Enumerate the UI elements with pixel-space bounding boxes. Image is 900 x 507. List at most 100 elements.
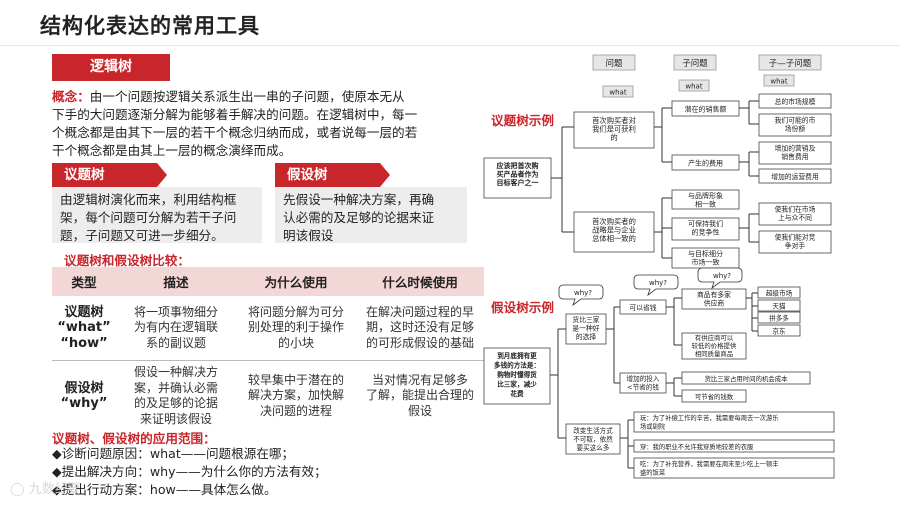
hypo-level1-node: 不可取，依然 (573, 435, 613, 444)
hypo-root-node: 购物时懂得货 (497, 370, 537, 379)
cell-why: 将问题分解为可分 别处理的利于操作 的小块 (236, 296, 356, 361)
hypo-level4-node: 超级市场 (766, 289, 793, 298)
cell-why: 较早集中于潜在的 解决方案，加快解 决问题的进程 (236, 361, 356, 432)
hypo-level3-node: 供应商 (704, 299, 725, 308)
scope-item: ◆诊断问题原因：what——问题根源在哪； (52, 446, 295, 461)
scope-title: 议题树、假设树的应用范围： (52, 431, 216, 446)
issue-tree-description: 由逻辑树演化而来，利用结构框 架，每个问题可分解为若干子问 题，子问题又可进一步… (52, 187, 262, 243)
scope-item: ◆提出解决方向：why——为什么你的方法有效； (52, 464, 327, 479)
concept-line: 个概念都是由其下一层的若干个概念归纳而成，或者说每一层的若 (52, 125, 418, 140)
issue-level3-node: 争对手 (785, 241, 806, 250)
cell-line: 决问题的进程 (259, 403, 332, 418)
table-row: 议题树 “what” “how” 将一项事物细分 为有内在逻辑联 系的副议题 将… (52, 296, 484, 361)
issue-level1-node: 的 (610, 133, 617, 142)
hypo-level1-node: 货比三家 (572, 315, 599, 324)
issue-level1-node: 总体相一致的 (592, 234, 636, 243)
issue-level2-node: 潜在的销售额 (685, 105, 727, 114)
issue-level2-node: 可保持我们 (688, 219, 723, 228)
issue-level3-node: 场份额 (785, 124, 806, 133)
issue-level3-node: 使我们能对竞 (775, 233, 816, 242)
hypo-root-node: 多钱的方法是： (494, 361, 540, 370)
issue-level3-node: 总的市场规模 (775, 97, 816, 106)
concept-paragraph: 概念：由一个问题按逻辑关系派生出一串的子问题，使原本无从 下手的大问题逐渐分解为… (52, 88, 464, 160)
concept-line: 下手的大问题逐渐分解为能够着手解决的问题。在逻辑树中，每一 (52, 107, 418, 122)
why-tag: why? (649, 279, 667, 287)
issue-col-header: 子问题 (682, 59, 708, 69)
issue-root-node: 目标客户之一 (497, 178, 539, 187)
hypo-level4-node: 拼多多 (769, 314, 789, 323)
cell-line: “why” (60, 396, 108, 411)
why-bubble-2 (633, 274, 679, 297)
issue-level2-node: 市场一致 (692, 258, 720, 267)
issue-level3-node: 增加的运营费用 (771, 172, 819, 181)
issue-level1-node: 首次购买者的 (592, 217, 636, 226)
hypo-root-node: 比三家，减少 (497, 380, 537, 389)
logic-tree-tab: 逻辑树 (52, 54, 170, 81)
cell-line: 较早集中于潜在的 (247, 372, 344, 387)
scope-item: ◆提出行动方案：how——具体怎么做。 (52, 482, 277, 497)
cell-desc: 假设一种解决方 案，并确认必需 的及足够的论据 来证明该假设 (116, 361, 236, 432)
issue-level3-node: 销售费用 (781, 152, 808, 161)
why-tag: why? (574, 289, 592, 297)
cell-line: 假设 (407, 403, 432, 418)
hypothesis-tree-description: 先假设一种解决方案，再确 认必需的及足够的论据来证 明该假设 (275, 187, 467, 243)
hypothesis-tree-tab: 假设树 (275, 163, 390, 187)
cell-type: 议题树 “what” “how” (52, 296, 116, 361)
issue-level3-node: 使我们在市场 (775, 205, 816, 214)
issue-level2-node: 相一致 (695, 200, 716, 209)
cell-line: 的及足够的论据 (133, 396, 218, 410)
cell-line: “what” (57, 320, 111, 336)
issue-level1-node: 我们是可获利 (592, 125, 636, 134)
hypo-root-node: 花费 (510, 389, 524, 398)
cell-line: 假设一种解决方 (133, 365, 218, 379)
hypo-level2-node: <节省的钱 (627, 383, 659, 392)
watermark-logo: ◯ 九数纪要 (10, 478, 81, 497)
issue-level1-node: 首次购买者对 (592, 116, 636, 125)
hypo-level3-node: 可节省的钱数 (695, 392, 734, 401)
lifestyle-node: 盛的饭菜 (640, 468, 666, 477)
cell-desc: 将一项事物细分 为有内在逻辑联 系的副议题 (116, 296, 236, 361)
header-why: 为什么使用 (236, 267, 356, 296)
header-when: 什么时候使用 (356, 267, 484, 296)
hypo-level4-node: 天猫 (772, 302, 786, 311)
header-desc: 描述 (116, 267, 236, 296)
hypo-level3-node: 有供应商可以 (695, 333, 734, 342)
hypo-level3-node: 商品有多家 (697, 290, 731, 299)
cell-line: 来证明该假设 (139, 411, 212, 426)
hypo-level2-node: 可以省钱 (629, 303, 656, 312)
cell-line: “how” (60, 335, 108, 351)
hypo-level3-node: 较低的价格提供 (692, 341, 737, 350)
concept-line: 干个概念都是由其上一层的概念演绎而成。 (52, 143, 292, 158)
header-type: 类型 (52, 267, 116, 296)
concept-line: 由一个问题按逻辑关系派生出一串的子问题，使原本无从 (89, 89, 405, 104)
cell-line: 的可形成假设的基础 (365, 335, 474, 350)
issue-root-node: 应该把首次购 (497, 161, 539, 170)
lifestyle-node: 场或剧院 (640, 422, 666, 431)
hypo-level4-node: 京东 (772, 327, 786, 336)
hypo-level3-node: 货比三家占用时间的机会成本 (704, 374, 788, 383)
table-row: 假设树 “why” 假设一种解决方 案，并确认必需 的及足够的论据 来证明该假设… (52, 361, 484, 432)
lifestyle-node: 吃：为了补充营养，我需要在周末至少吃上一顿丰 (640, 459, 779, 468)
issue-level2-node: 的竞争性 (692, 228, 720, 237)
cell-line: 了解，能提出合理的 (365, 388, 474, 403)
table-header-row: 类型 描述 为什么使用 什么时候使用 (52, 267, 484, 296)
cell-when: 当对情况有足够多 了解，能提出合理的 假设 (356, 361, 484, 432)
issue-level3-node: 上与众不同 (778, 213, 812, 222)
issue-level3-node: 增加的营销及 (775, 144, 816, 153)
cell-line: 在解决问题过程的早 (365, 304, 474, 319)
issue-tree-tab: 议题树 (52, 163, 167, 187)
issue-tree-connectors (551, 100, 759, 259)
hypothesis-desc-line: 明该假设 (283, 228, 334, 243)
issue-level2-node: 产生的费用 (688, 159, 723, 168)
cell-line: 将问题分解为可分 (247, 304, 344, 319)
diagram-text: 问题子问题子—子问题whatwhatwhat应该把首次购买产品者作为目标客户之一… (494, 59, 819, 477)
issue-tree-desc-line: 架，每个问题可分解为若干子问 (60, 210, 237, 225)
issue-tree-desc-line: 由逻辑树演化而来，利用结构框 (60, 192, 237, 207)
hypo-level1-node: 要买这么多 (577, 443, 610, 452)
lifestyle-node: 玩：为了补偿工作的辛苦，我需要每周去一次游乐 (640, 413, 779, 422)
page-title: 结构化表达的常用工具 (40, 14, 260, 38)
cell-line: 当对情况有足够多 (371, 372, 468, 387)
what-tag: what (685, 83, 702, 91)
hypothesis-desc-line: 认必需的及足够的论据来证 (283, 210, 435, 225)
